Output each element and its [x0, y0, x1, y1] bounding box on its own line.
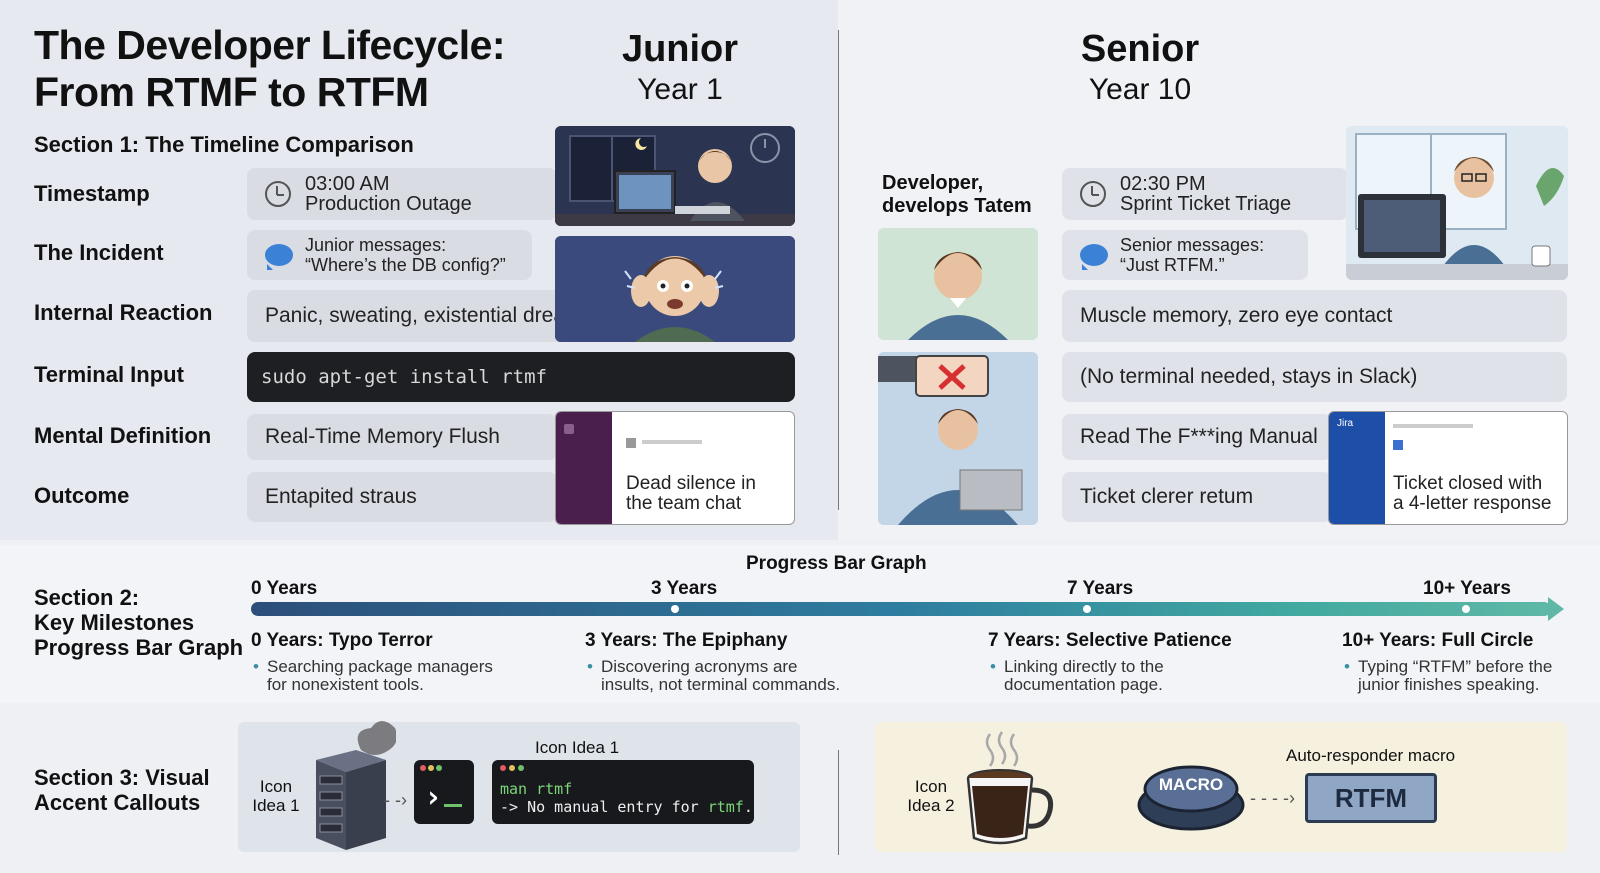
milestone-0: 0 Years: Typo Terror Searching package m…	[251, 630, 551, 694]
junior-team-chat-card: Dead silence in the team chat	[555, 411, 795, 525]
progress-arrow-head	[1548, 597, 1564, 621]
junior-title: Junior	[621, 28, 739, 70]
macro-caption: Auto-responder macro	[1286, 746, 1456, 765]
jira-line	[1393, 424, 1473, 428]
senior-portrait-caption: Developer, develops Tatem	[882, 172, 1032, 217]
terminal-window: man rtmf -> No manual entry for rtmf.	[492, 760, 754, 824]
milestone-tick-10: 10+ Years	[1423, 578, 1511, 599]
junior-incident-cell: Junior messages: “Where’s the DB config?…	[247, 230, 532, 280]
row-label-incident: The Incident	[34, 240, 164, 265]
senior-laptop-illustration	[878, 352, 1038, 525]
terminal-command: man rtmf	[500, 780, 573, 798]
section3-divider	[838, 750, 839, 855]
junior-outcome-cell: Entapited straus	[247, 472, 557, 522]
junior-panic-illustration	[555, 236, 795, 342]
macro-button[interactable]	[1136, 755, 1246, 840]
milestone-10: 10+ Years: Full Circle Typing “RTFM” bef…	[1342, 630, 1592, 694]
row-label-definition: Mental Definition	[34, 423, 212, 448]
rtfm-output-box: RTFM	[1305, 773, 1437, 823]
senior-portrait-illustration	[878, 228, 1038, 340]
column-divider	[838, 30, 839, 510]
server-smoke-icon	[306, 720, 397, 855]
senior-terminal-cell: (No terminal needed, stays in Slack)	[1062, 352, 1567, 402]
junior-timestamp-cell: 03:00 AM Production Outage	[247, 168, 557, 220]
row-label-terminal: Terminal Input	[34, 362, 184, 387]
milestone-tick-3: 3 Years	[651, 578, 718, 599]
terminal-prompt-icon: ›	[414, 760, 474, 824]
senior-outcome-cell: Ticket clerer retum	[1062, 472, 1332, 522]
senior-title: Senior	[1080, 28, 1200, 70]
terminal-window-title: Icon Idea 1	[535, 738, 620, 757]
milestone-tick-7: 7 Years	[1067, 578, 1134, 599]
senior-definition-cell: Read The F***ing Manual	[1062, 414, 1332, 460]
section3-title: Section 3: Visual Accent Callouts	[34, 765, 210, 815]
terminal-output: -> No manual entry for rtmf.	[500, 798, 753, 816]
macro-arrow-icon: - - - -›	[1250, 788, 1295, 808]
milestone-7: 7 Years: Selective Patience Linking dire…	[988, 630, 1288, 694]
milestone-tick-0: 0 Years	[251, 578, 318, 599]
ticket-icon	[1393, 440, 1403, 450]
senior-office-illustration	[1346, 126, 1568, 280]
senior-incident-cell: Senior messages: “Just RTFM.”	[1062, 230, 1308, 280]
avatar-icon	[626, 438, 636, 448]
row-label-reaction: Internal Reaction	[34, 300, 213, 325]
jira-caption: Ticket closed with a 4-letter response	[1393, 473, 1552, 514]
section1-title: Section 1: The Timeline Comparison	[34, 132, 414, 157]
coffee-mug-icon	[960, 728, 1060, 853]
junior-night-illustration	[555, 126, 795, 226]
milestone-dot-10	[1462, 605, 1470, 613]
junior-year: Year 1	[637, 73, 723, 106]
macro-button-label: MACRO	[1158, 775, 1224, 794]
arrow-icon: - -›	[384, 790, 407, 810]
chat-bubble-icon	[1080, 244, 1108, 270]
row-label-outcome: Outcome	[34, 483, 130, 508]
junior-header: Junior Year 1	[580, 28, 780, 110]
senior-header: Senior Year 10	[1040, 28, 1240, 110]
chat-line	[642, 440, 702, 444]
row-label-timestamp: Timestamp	[34, 181, 150, 206]
clock-icon	[1080, 181, 1106, 207]
senior-reaction-cell: Muscle memory, zero eye contact	[1062, 290, 1567, 342]
milestone-dot-3	[671, 605, 679, 613]
junior-terminal-cell: sudo apt-get install rtmf	[247, 352, 795, 402]
senior-year: Year 10	[1088, 73, 1192, 106]
junior-definition-cell: Real-Time Memory Flush	[247, 414, 557, 460]
page-title: The Developer Lifecycle: From RTMF to RT…	[34, 22, 506, 115]
jira-logo: Jira	[1337, 418, 1354, 429]
workspace-icon	[564, 424, 574, 434]
senior-timestamp-cell: 02:30 PM Sprint Ticket Triage	[1062, 168, 1348, 220]
junior-reaction-cell: Panic, sweating, existential dread	[247, 290, 601, 342]
chat-caption: Dead silence in the team chat	[626, 473, 756, 514]
senior-jira-card: Jira Ticket closed with a 4-letter respo…	[1328, 411, 1568, 525]
progress-graph-title: Progress Bar Graph	[746, 553, 927, 574]
clock-icon	[265, 181, 291, 207]
milestone-3: 3 Years: The Epiphany Discovering acrony…	[585, 630, 885, 694]
chat-bubble-icon	[265, 244, 293, 270]
progress-bar	[251, 602, 1551, 616]
jira-sidebar	[1329, 412, 1385, 524]
section2-title: Section 2: Key Milestones Progress Bar G…	[34, 585, 244, 660]
milestone-dot-7	[1083, 605, 1091, 613]
